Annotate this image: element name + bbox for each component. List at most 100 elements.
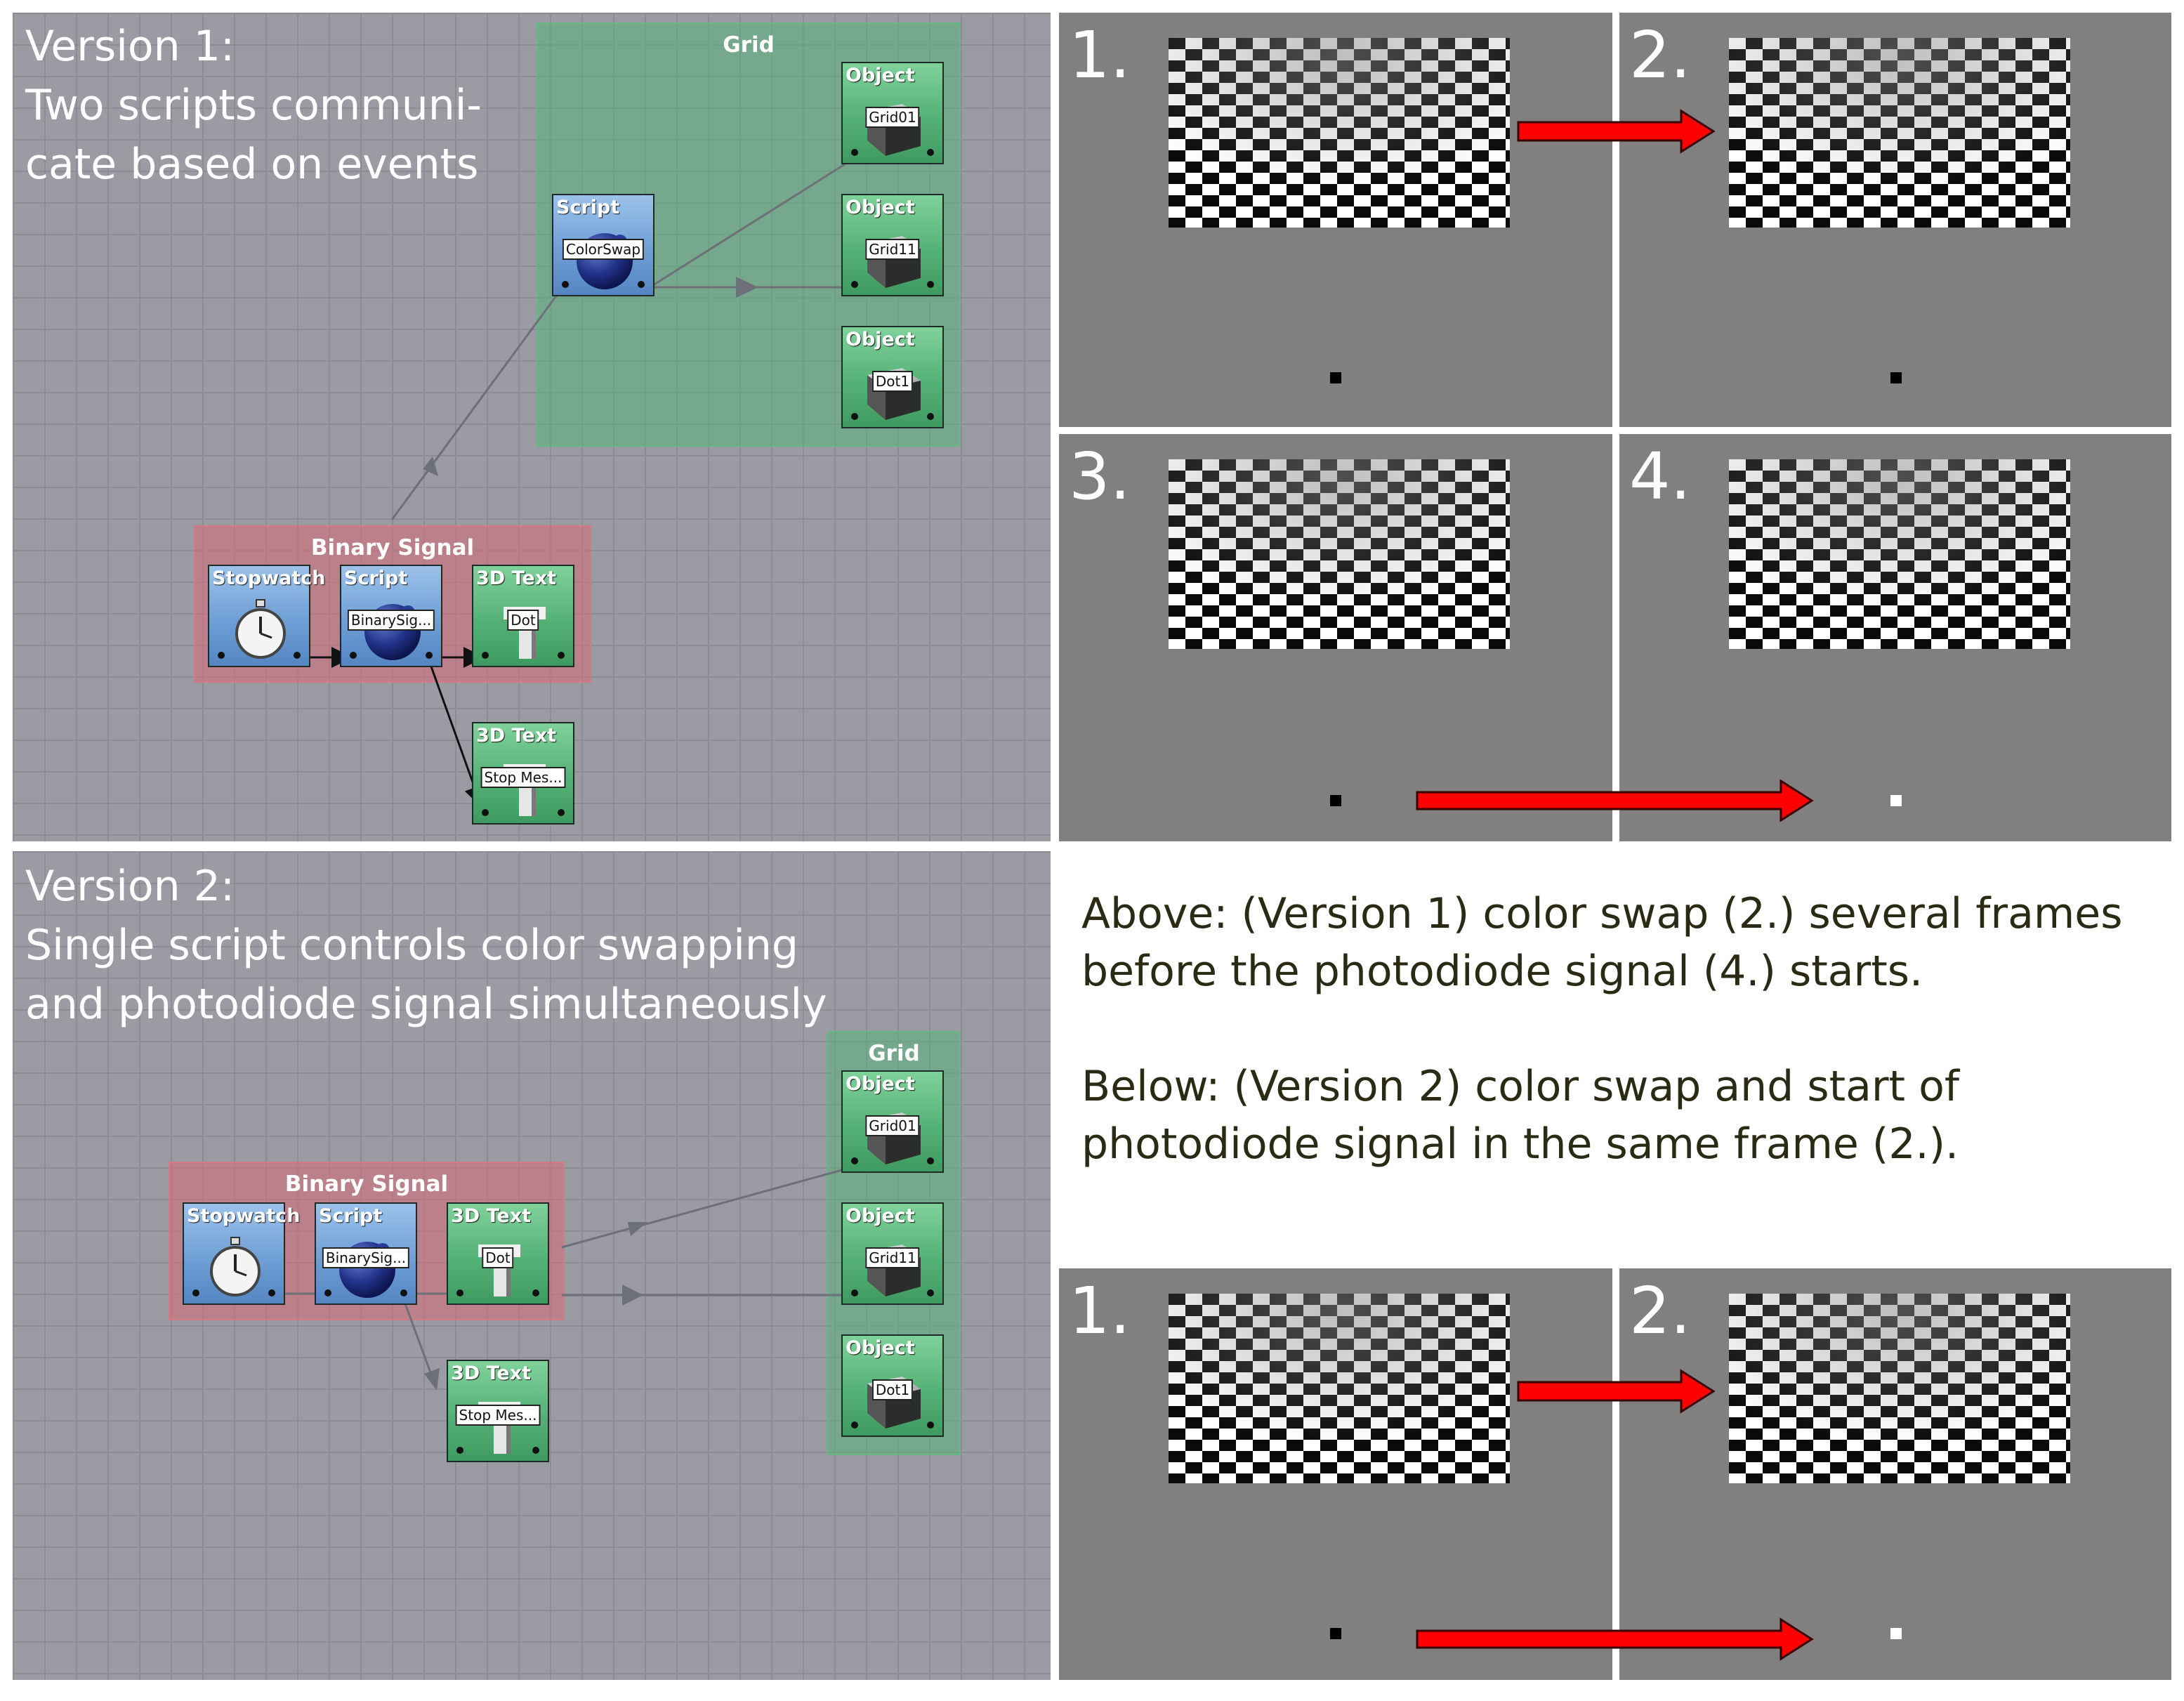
- version1-colorswap-script-node[interactable]: Script ColorSwap: [552, 194, 654, 296]
- frame-number: 4.: [1629, 439, 1691, 514]
- checkerboard-grid-swapped: [1729, 1294, 2070, 1483]
- output-port[interactable]: [927, 281, 934, 288]
- explanation-caption: Above: (Version 1) color swap (2.) sever…: [1081, 885, 2170, 1173]
- output-port[interactable]: [532, 1289, 539, 1296]
- node-tag-label: Stop Mes...: [455, 1405, 541, 1426]
- node-tag-label: BinarySig...: [322, 1247, 410, 1268]
- node-type-label: 3D Text: [451, 1205, 532, 1227]
- version2-title: Version 2: Single script controls color …: [25, 857, 827, 1034]
- version1-title-line2: Two scripts communi-: [25, 81, 482, 130]
- checkerboard-grid-swapped: [1169, 459, 1510, 649]
- node-type-label: 3D Text: [476, 725, 557, 747]
- input-port[interactable]: [851, 281, 858, 288]
- version2-connections: [275, 1167, 848, 1391]
- arrowhead-script-grid11: [622, 1285, 643, 1306]
- node-type-label: Stopwatch: [187, 1205, 301, 1227]
- arrowhead-dot-grid01: [628, 1222, 647, 1236]
- frame-number: 2.: [1629, 1273, 1691, 1348]
- version2-object-grid01-node[interactable]: Object Grid01: [841, 1070, 944, 1173]
- node-tag-label: BinarySig...: [347, 610, 435, 631]
- output-port[interactable]: [927, 1289, 934, 1296]
- scene-frame-bottom-2: 2.: [1619, 1268, 2171, 1680]
- version1-grid-group-label: Grid: [723, 32, 775, 58]
- photodiode-dot: [1330, 795, 1341, 806]
- frame-number: 2.: [1629, 18, 1691, 93]
- version1-object-grid01-node[interactable]: Object Grid01: [841, 62, 944, 164]
- version1-title: Version 1: Two scripts communi- cate bas…: [25, 17, 482, 194]
- input-port[interactable]: [350, 652, 357, 659]
- output-port[interactable]: [927, 1157, 934, 1164]
- stopwatch-icon: [210, 1237, 261, 1296]
- output-port[interactable]: [400, 1289, 407, 1296]
- version1-binary-script-node[interactable]: Script BinarySig...: [340, 565, 442, 667]
- checkerboard-grid-swapped: [1729, 38, 2070, 228]
- input-port[interactable]: [324, 1289, 331, 1296]
- node-tag-label: Dot: [482, 1247, 514, 1268]
- output-port[interactable]: [294, 652, 301, 659]
- scene-frame-top-4: 4.: [1619, 434, 2171, 841]
- output-port[interactable]: [927, 413, 934, 420]
- output-port[interactable]: [558, 809, 565, 816]
- version2-stopwatch-node[interactable]: Stopwatch: [183, 1202, 301, 1305]
- connector-colorswap-to-grid01: [652, 162, 848, 287]
- photodiode-dot: [1330, 1628, 1341, 1639]
- scene-frame-bottom-1: 1.: [1059, 1268, 1612, 1680]
- output-port[interactable]: [532, 1447, 539, 1454]
- connector-script-to-stopmes: [427, 658, 485, 808]
- input-port[interactable]: [851, 413, 858, 420]
- node-type-label: Object: [846, 1205, 915, 1227]
- output-port[interactable]: [558, 652, 565, 659]
- node-type-label: Object: [846, 329, 915, 350]
- input-port[interactable]: [482, 809, 489, 816]
- input-port[interactable]: [851, 1157, 858, 1164]
- node-tag-label: Stop Mes...: [480, 767, 566, 788]
- input-port[interactable]: [851, 149, 858, 156]
- output-port[interactable]: [927, 1421, 934, 1429]
- red-arrow-icon: [1416, 1617, 1814, 1661]
- scene-frame-top-2: 2.: [1619, 13, 2171, 427]
- arrowhead-colorswap-grid11: [736, 277, 758, 298]
- red-arrow-icon: [1416, 779, 1814, 822]
- node-tag-label: Grid01: [865, 1115, 920, 1136]
- version2-binary-script-node[interactable]: Script BinarySig...: [315, 1202, 417, 1305]
- node-type-label: Object: [846, 1337, 915, 1359]
- output-port[interactable]: [426, 652, 433, 659]
- input-port[interactable]: [851, 1421, 858, 1429]
- photodiode-dot: [1330, 372, 1341, 383]
- stopwatch-icon: [235, 599, 286, 659]
- input-port[interactable]: [456, 1447, 463, 1454]
- node-type-label: Script: [344, 567, 408, 589]
- version1-title-line1: Version 1:: [25, 22, 235, 71]
- node-type-label: Object: [846, 1073, 915, 1095]
- node-tag-label: Dot1: [871, 371, 914, 392]
- version2-editor: Version 2: Single script controls color …: [13, 851, 1051, 1680]
- output-port[interactable]: [268, 1289, 275, 1296]
- connector-binary-to-colorswap: [390, 291, 560, 520]
- version1-stopwatch-node[interactable]: Stopwatch: [208, 565, 326, 667]
- version2-3dtext-stop-node[interactable]: 3D Text Stop Mes...: [447, 1360, 549, 1462]
- version2-3dtext-dot-node[interactable]: 3D Text Dot: [447, 1202, 549, 1305]
- version1-3dtext-dot-node[interactable]: 3D Text Dot: [472, 565, 574, 667]
- input-port[interactable]: [218, 652, 225, 659]
- version2-object-grid11-node[interactable]: Object Grid11: [841, 1202, 944, 1305]
- input-port[interactable]: [851, 1289, 858, 1296]
- version1-object-grid11-node[interactable]: Object Grid11: [841, 194, 944, 296]
- input-port[interactable]: [562, 281, 569, 288]
- version2-grid-group-label: Grid: [868, 1041, 920, 1066]
- node-type-label: Script: [319, 1205, 383, 1227]
- output-port[interactable]: [638, 281, 645, 288]
- input-port[interactable]: [482, 652, 489, 659]
- version1-3dtext-stop-node[interactable]: 3D Text Stop Mes...: [472, 722, 574, 825]
- version1-title-line3: cate based on events: [25, 140, 479, 189]
- caption-above: Above: (Version 1) color swap (2.) sever…: [1081, 889, 2123, 996]
- version2-object-dot1-node[interactable]: Object Dot1: [841, 1334, 944, 1437]
- node-type-label: 3D Text: [451, 1362, 532, 1384]
- input-port[interactable]: [456, 1289, 463, 1296]
- version1-binary-signal-label: Binary Signal: [310, 535, 475, 560]
- version1-object-dot1-node[interactable]: Object Dot1: [841, 326, 944, 428]
- output-port[interactable]: [927, 149, 934, 156]
- node-tag-label: Grid11: [865, 239, 920, 260]
- version2-title-line1: Version 2:: [25, 862, 235, 911]
- input-port[interactable]: [192, 1289, 199, 1296]
- node-tag-label: Dot1: [871, 1379, 914, 1400]
